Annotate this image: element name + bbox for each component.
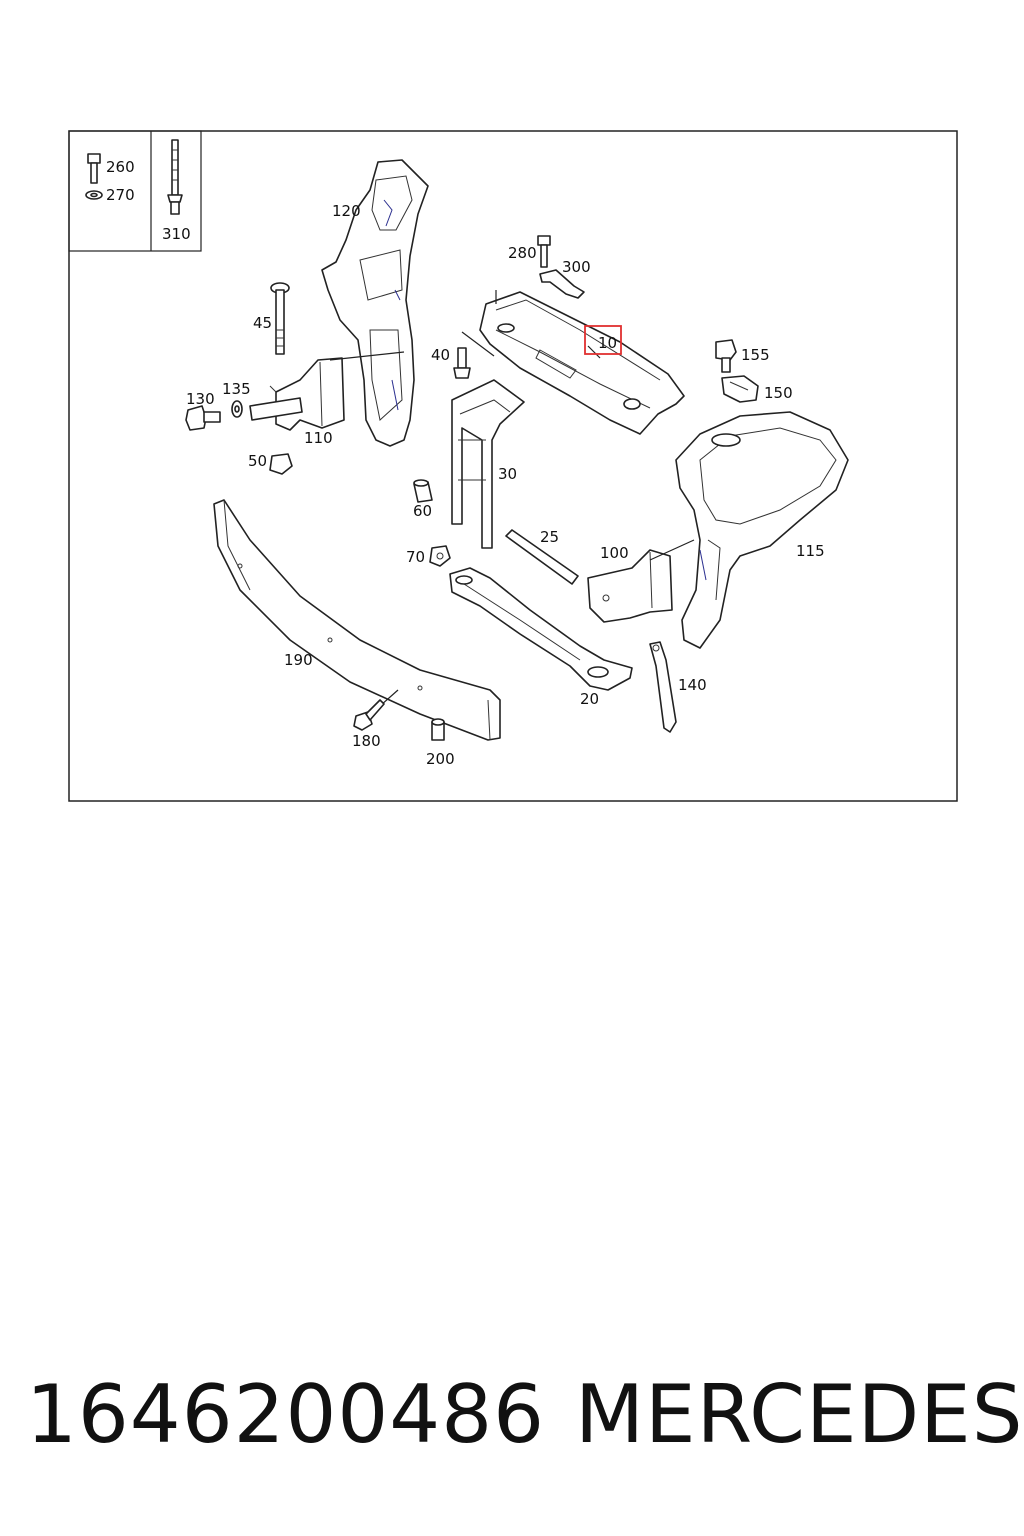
callout-10: 10 [598, 334, 617, 352]
part-50-nut [269, 453, 293, 475]
part-25-rod [505, 529, 579, 585]
callout-40: 40 [431, 346, 450, 364]
callout-50: 50 [248, 452, 267, 470]
part-100-crash-box [587, 539, 695, 623]
part-40-bolt [453, 331, 495, 379]
callout-300: 300 [562, 258, 591, 276]
part-280-bolt [537, 235, 551, 268]
part-number: 1646200486 [26, 1368, 545, 1461]
callout-60: 60 [413, 502, 432, 520]
callout-190: 190 [284, 651, 313, 669]
part-140-strut [649, 641, 677, 733]
callout-45: 45 [253, 314, 272, 332]
callout-140: 140 [678, 676, 707, 694]
part-110-crash-box [249, 351, 405, 431]
part-45-bolt [270, 282, 290, 355]
legend-label-260: 260 [106, 158, 135, 176]
bolt-icon [87, 153, 101, 184]
callout-150: 150 [764, 384, 793, 402]
callout-110: 110 [304, 429, 333, 447]
legend-label-270: 270 [106, 186, 135, 204]
callout-280: 280 [508, 244, 537, 262]
callout-70: 70 [406, 548, 425, 566]
part-150-clip [721, 375, 759, 403]
part-180-bolt [353, 699, 385, 731]
part-10-upper-cross-member [479, 290, 685, 435]
callout-155: 155 [741, 346, 770, 364]
part-30-vertical-support [451, 379, 525, 549]
callout-180: 180 [352, 732, 381, 750]
part-20-lower-cross-member [449, 567, 633, 691]
brand-name: MERCEDES [575, 1368, 1024, 1461]
callout-30: 30 [498, 465, 517, 483]
part-155-bolt [715, 339, 737, 373]
legend-label-310: 310 [162, 225, 191, 243]
callout-130: 130 [186, 390, 215, 408]
part-200-bushing [431, 718, 445, 741]
part-135-washer [231, 400, 243, 418]
long-bolt-icon [167, 139, 183, 215]
washer-icon [85, 190, 103, 200]
callout-25: 25 [540, 528, 559, 546]
part-60-bushing [413, 479, 433, 503]
callout-100: 100 [600, 544, 629, 562]
legend-box: 260 270 310 [68, 130, 202, 252]
footer: 1646200486 MERCEDES [0, 1368, 1024, 1478]
part-115-right-support [675, 411, 849, 649]
callout-135: 135 [222, 380, 251, 398]
callout-120: 120 [332, 202, 361, 220]
part-70-nut [429, 545, 451, 567]
part-120-left-support [321, 159, 429, 447]
diagram-frame [68, 130, 958, 802]
part-130-bolt [185, 405, 221, 431]
part-190-bumper-beam [213, 499, 501, 741]
highlight-box-10 [584, 325, 622, 355]
callout-200: 200 [426, 750, 455, 768]
callout-115: 115 [796, 542, 825, 560]
callout-20: 20 [580, 690, 599, 708]
part-300-clip [539, 269, 585, 299]
